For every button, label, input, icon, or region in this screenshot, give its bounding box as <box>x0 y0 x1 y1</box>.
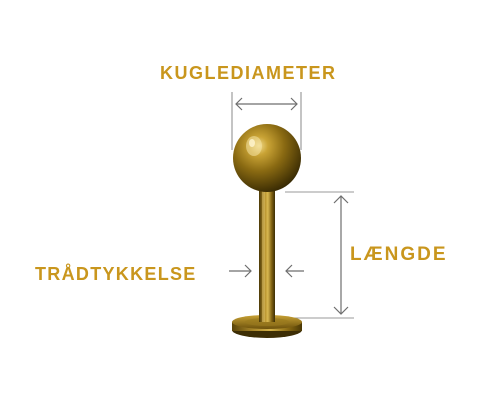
ball <box>233 124 301 192</box>
ball-diameter-indicator <box>231 92 302 150</box>
labret-jewellery <box>232 124 302 338</box>
length-indicator <box>283 191 354 319</box>
base-disc <box>232 315 302 338</box>
arrow-left-icon <box>285 264 304 278</box>
double-arrow-vertical-icon <box>333 195 349 315</box>
length-label: LÆNGDE <box>350 244 448 265</box>
double-arrow-horizontal-icon <box>235 97 298 111</box>
pin-shaft <box>259 180 275 322</box>
wire-thickness-label: TRÅDTYKKELSE <box>35 264 197 284</box>
arrow-right-icon <box>229 264 252 278</box>
wire-thickness-indicator <box>229 264 304 278</box>
ball-diameter-label: KUGLEDIAMETER <box>160 63 337 83</box>
